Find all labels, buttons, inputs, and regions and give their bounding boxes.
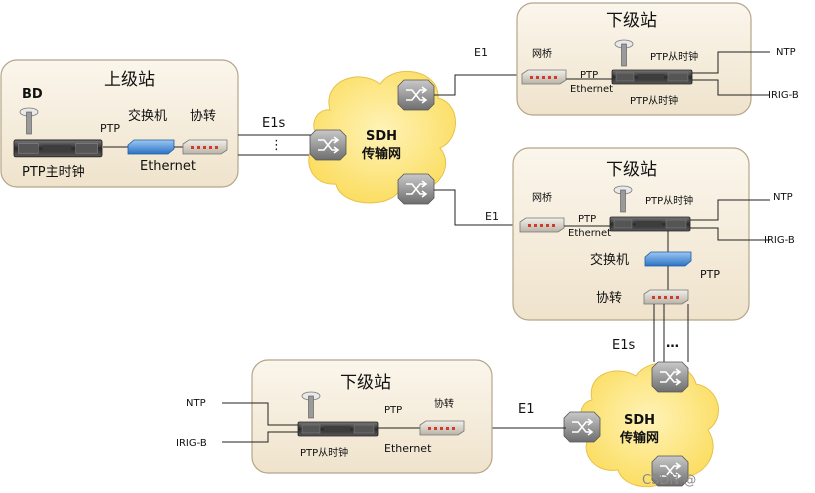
ntp-line-2 xyxy=(690,199,770,221)
ethernet-label-slave2: Ethernet xyxy=(568,228,611,239)
sdh-label-1: SDH xyxy=(366,129,397,144)
slave-station-2-title: 下级站 xyxy=(606,160,657,180)
ethernet-label-slave3: Ethernet xyxy=(384,442,432,455)
slave1-clock-bottom-label: PTP从时钟 xyxy=(630,94,678,107)
ptp-label-slave3: PTP xyxy=(384,405,402,416)
slave-station-1-box xyxy=(516,2,752,116)
slave-station-3-box xyxy=(251,359,493,474)
e1s-label-right: E1s xyxy=(612,338,635,353)
ntp-label-3: NTP xyxy=(186,398,206,409)
e1s-label-top: E1s xyxy=(262,116,285,131)
ptp-label-slave2: PTP xyxy=(578,214,596,225)
switch-label-slave2: 交换机 xyxy=(590,252,629,268)
converter-label-master: 协转 xyxy=(190,109,216,124)
slave-station-2-box xyxy=(512,147,750,321)
slave1-clock-top-label: PTP从时钟 xyxy=(650,50,698,63)
router-icon-sdh2-top[interactable] xyxy=(651,361,689,393)
converter-device-slave2[interactable] xyxy=(643,289,689,305)
ethernet-label-master: Ethernet xyxy=(140,159,196,174)
irig-line-1 xyxy=(692,79,770,96)
bridge-label-1: 网桥 xyxy=(532,48,552,60)
router-icon-sdh2-left[interactable] xyxy=(563,411,601,443)
sdh-sub-label-1: 传输网 xyxy=(361,146,401,162)
sdh-cloud-2 xyxy=(580,362,719,488)
ptp-master-clock-device[interactable] xyxy=(13,139,103,158)
bridge-label-2: 网桥 xyxy=(532,192,552,204)
sdh-sub-label-2: 传输网 xyxy=(619,430,659,446)
irig-label-3: IRIG-B xyxy=(176,438,207,449)
master-station-title: 上级站 xyxy=(104,70,155,90)
router-icon-sdh1-left[interactable] xyxy=(309,129,347,161)
e1-label-mid: E1 xyxy=(485,210,499,223)
ptp-slave-clock-device-2[interactable] xyxy=(609,216,691,232)
slave3-clock-label: PTP从时钟 xyxy=(300,446,348,459)
switch-label-master: 交换机 xyxy=(128,108,167,124)
e1-label-bottom: E1 xyxy=(518,402,535,417)
e1-link-mid xyxy=(434,189,518,226)
ethernet-label-slave1: Ethernet xyxy=(570,84,613,95)
ntp-label-2: NTP xyxy=(773,192,793,203)
e1-label-top: E1 xyxy=(474,46,488,59)
ptp-slave-clock-device-3[interactable] xyxy=(297,421,379,437)
bd-label: BD xyxy=(22,87,43,102)
ptp-master-clock-label: PTP主时钟 xyxy=(22,164,85,180)
dots-right: … xyxy=(666,336,679,351)
ptp-switch-label-slave2: PTP xyxy=(700,268,720,281)
converter-device-master[interactable] xyxy=(182,139,228,155)
ntp-line-3 xyxy=(222,402,298,426)
converter-label-slave3: 协转 xyxy=(434,397,454,410)
router-icon-sdh1-top[interactable] xyxy=(397,79,435,111)
switch-device-master[interactable] xyxy=(127,139,175,155)
irig-line-3 xyxy=(222,431,298,443)
converter-device-slave3[interactable] xyxy=(419,420,465,436)
ntp-line-1 xyxy=(692,51,770,74)
bridge-device-1[interactable] xyxy=(521,69,567,85)
switch-device-slave2[interactable] xyxy=(644,251,692,267)
dots-top: ⋮ xyxy=(270,138,283,153)
router-icon-sdh1-bottom[interactable] xyxy=(397,173,435,205)
slave2-clock-label: PTP从时钟 xyxy=(645,194,693,207)
ntp-label-1: NTP xyxy=(776,47,796,58)
irig-line-2 xyxy=(690,227,770,241)
ptp-label-slave1: PTP xyxy=(580,70,598,81)
sdh-label-2: SDH xyxy=(624,413,655,428)
ptp-label-master: PTP xyxy=(100,122,120,135)
irig-label-2: IRIG-B xyxy=(764,235,795,246)
converter-label-slave2: 协转 xyxy=(596,291,622,306)
irig-label-1: IRIG-B xyxy=(768,90,799,101)
csdn-watermark: CSDN @ xyxy=(642,473,696,488)
e1-link-top xyxy=(434,74,518,96)
slave-station-3-title: 下级站 xyxy=(340,373,391,393)
ptp-slave-clock-device-1[interactable] xyxy=(611,69,693,85)
slave-station-1-title: 下级站 xyxy=(606,11,657,31)
bridge-device-2[interactable] xyxy=(519,217,565,233)
